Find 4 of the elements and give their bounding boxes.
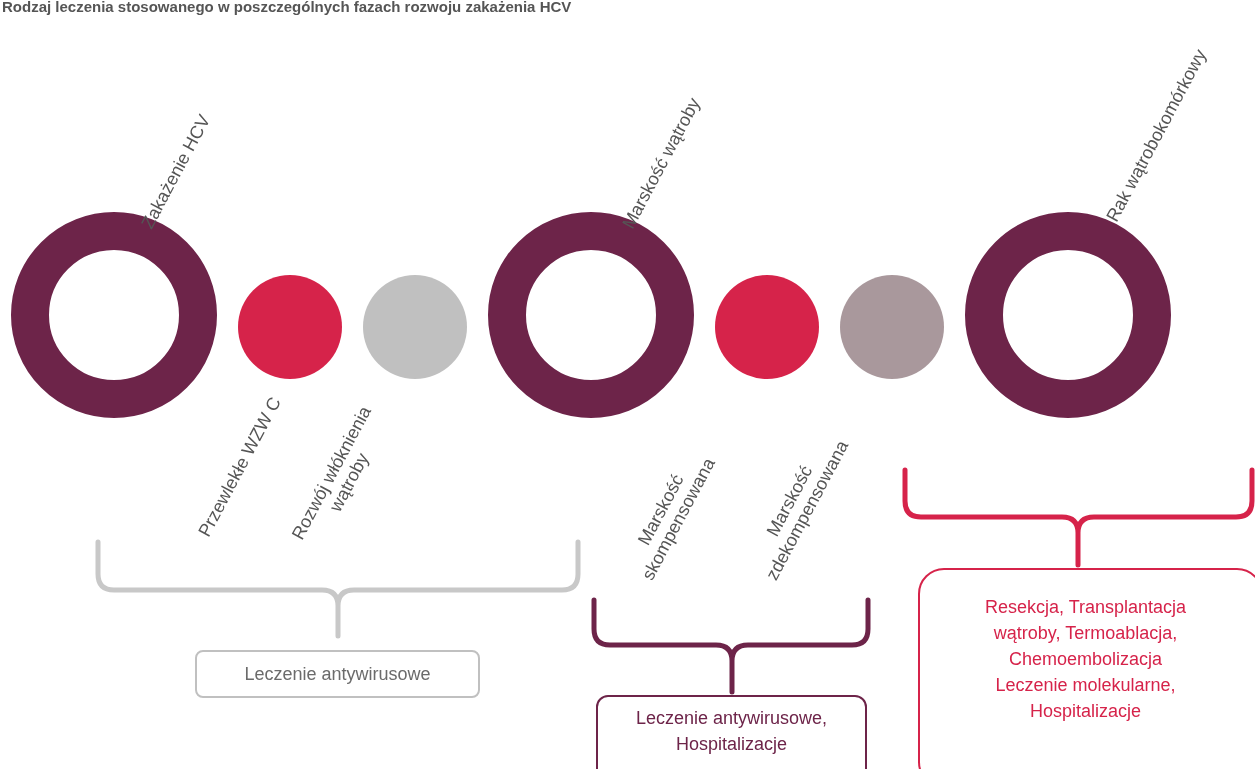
- treatment-box: Leczenie antywirusowe, Hospitalizacje: [596, 695, 867, 769]
- treatment-box: Leczenie antywirusowe: [195, 650, 480, 698]
- treatment-box: Resekcja, Transplantacja wątroby, Termoablacja, Chemoembolizacja Leczenie molekularne, Hospitalizacje: [918, 568, 1255, 769]
- diagram-title: Rodzaj leczenia stosowanego w poszczególnych fazach rozwoju zakażenia HCV: [2, 0, 572, 17]
